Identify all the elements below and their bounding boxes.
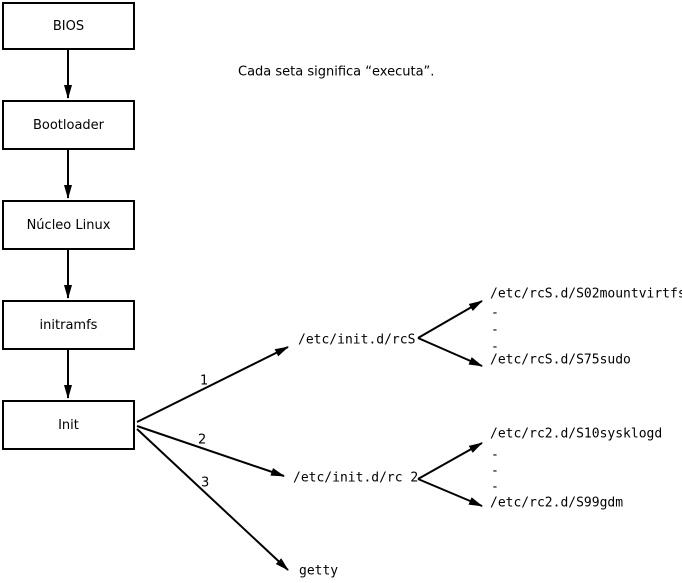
arrow-rc2-to-first-script	[417, 442, 483, 480]
path-rc2-last-script: /etc/rc2.d/S99gdm	[490, 495, 624, 511]
node-init: Init	[2, 400, 135, 450]
path-rcs-first-script: /etc/rcS.d/S02mountvirtfs	[490, 286, 682, 302]
node-linux-kernel: Núcleo Linux	[2, 200, 135, 250]
node-bootloader: Bootloader	[2, 100, 135, 150]
path-rc2-first-script: /etc/rc2.d/S10sysklogd	[490, 426, 663, 442]
node-init-label: Init	[58, 417, 79, 433]
branch-number-3: 3	[201, 475, 210, 491]
branch-number-2: 2	[198, 432, 207, 448]
arrow-legend-note: Cada seta significa “executa”.	[238, 64, 435, 80]
rc2-ellipsis-dash: -	[491, 447, 499, 463]
arrow-rc2-to-last-script	[417, 478, 483, 507]
arrow-rcs-to-last-script	[417, 337, 483, 367]
path-init-d-rc2: /etc/init.d/rc 2	[293, 470, 419, 486]
arrow-rcs-to-first-script	[417, 300, 483, 339]
rcs-ellipsis-dash: -	[491, 339, 499, 355]
arrow-init-to-rc2	[136, 425, 285, 477]
rc2-ellipsis-dash: -	[491, 479, 499, 495]
rcs-ellipsis-dash: -	[491, 305, 499, 321]
path-init-d-rcs: /etc/init.d/rcS	[298, 332, 416, 348]
node-bios-label: BIOS	[52, 18, 85, 34]
node-linux-kernel-label: Núcleo Linux	[26, 217, 111, 233]
branch-number-1: 1	[200, 373, 209, 389]
node-bootloader-label: Bootloader	[32, 117, 105, 133]
path-rcs-last-script: /etc/rcS.d/S75sudo	[490, 352, 631, 368]
arrow-init-to-rcs	[136, 346, 289, 423]
node-bios: BIOS	[2, 2, 135, 50]
node-initramfs: initramfs	[2, 300, 135, 350]
path-getty: getty	[299, 563, 339, 579]
node-initramfs-label: initramfs	[39, 317, 98, 333]
rcs-ellipsis-dash: -	[491, 322, 499, 338]
arrow-init-to-getty	[136, 428, 289, 571]
rc2-ellipsis-dash: -	[491, 463, 499, 479]
